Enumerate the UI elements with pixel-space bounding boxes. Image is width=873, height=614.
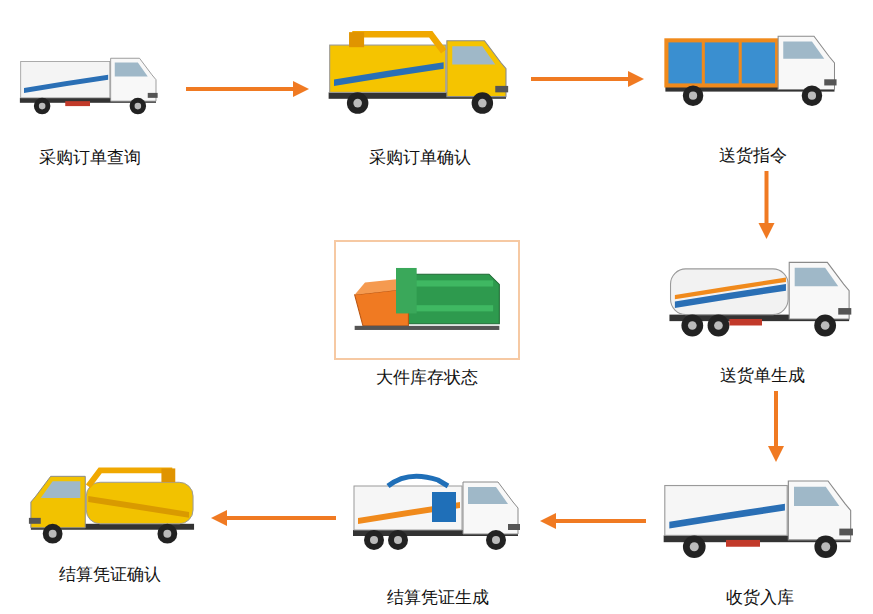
step-label: 结算凭证确认	[21, 563, 199, 585]
flow-arrow	[186, 81, 309, 97]
arrow-head	[293, 81, 309, 97]
truck-illustration	[656, 26, 849, 108]
compactor-illustration	[334, 248, 520, 352]
process-step: 送货指令	[656, 26, 849, 166]
truck-illustration	[21, 455, 199, 557]
flow-arrow	[540, 513, 646, 529]
process-step: 采购订单确认	[321, 30, 519, 168]
truck-illustration	[348, 466, 528, 558]
step-label: 大件库存状态	[334, 366, 520, 388]
arrow-shaft	[531, 77, 630, 81]
process-step: 采购订单查询	[6, 50, 174, 168]
arrow-head	[768, 446, 784, 462]
step-label: 送货单生成	[664, 364, 860, 386]
process-step: 送货单生成	[664, 243, 860, 386]
step-label: 收货入库	[658, 586, 862, 608]
flow-arrow	[531, 71, 644, 87]
arrow-head	[211, 510, 227, 526]
truck-illustration	[321, 30, 519, 116]
truck-illustration	[658, 466, 862, 564]
step-label: 采购订单查询	[6, 146, 174, 168]
process-step: 大件库存状态	[334, 240, 520, 388]
process-step: 结算凭证确认	[21, 455, 199, 585]
arrow-head	[628, 71, 644, 87]
process-step: 收货入库	[658, 466, 862, 608]
arrow-shaft	[774, 391, 778, 448]
step-label: 送货指令	[656, 144, 849, 166]
arrow-shaft	[186, 87, 295, 91]
arrow-head	[540, 513, 556, 529]
truck-illustration	[664, 243, 860, 347]
flow-arrow	[211, 510, 336, 526]
process-step: 结算凭证生成	[348, 466, 528, 608]
truck-illustration	[6, 50, 174, 116]
flow-arrow	[759, 171, 775, 239]
arrow-head	[759, 223, 775, 239]
flow-arrow	[768, 391, 784, 462]
step-label: 采购订单确认	[321, 146, 519, 168]
arrow-shaft	[554, 519, 646, 523]
arrow-shaft	[225, 516, 336, 520]
step-label: 结算凭证生成	[348, 586, 528, 608]
arrow-shaft	[765, 171, 769, 225]
